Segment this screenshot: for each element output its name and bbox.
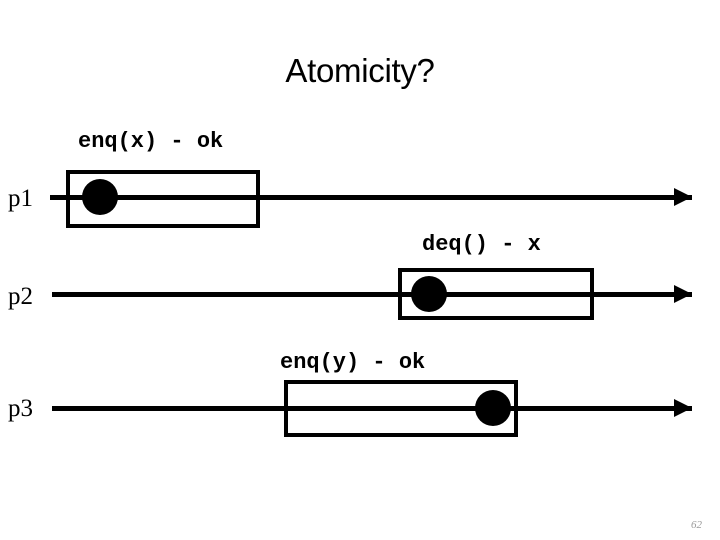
page-number: 62 [691,519,702,531]
process-label-p1: p1 [8,185,33,212]
page-title: Atomicity? [285,52,435,89]
timeline-arrow-icon-p1 [674,188,692,206]
timeline-arrow-icon-p2 [674,285,692,303]
linearization-point-p1 [82,179,118,215]
linearization-point-p3 [475,390,511,426]
operation-interval-p1 [66,170,260,228]
timeline-line-p3 [52,406,692,411]
operation-interval-p2 [398,268,594,320]
linearization-point-p2 [411,276,447,312]
process-label-p2: p2 [8,283,33,310]
operation-label-p1: enq(x) - ok [78,129,224,154]
timeline-arrow-icon-p3 [674,399,692,417]
timeline-line-p2 [52,292,692,297]
operation-label-p2: deq() - x [422,232,541,257]
process-label-p3: p3 [8,395,33,422]
operation-interval-p3 [284,380,518,437]
operation-label-p3: enq(y) - ok [280,350,426,375]
timeline-line-p1 [50,195,692,200]
